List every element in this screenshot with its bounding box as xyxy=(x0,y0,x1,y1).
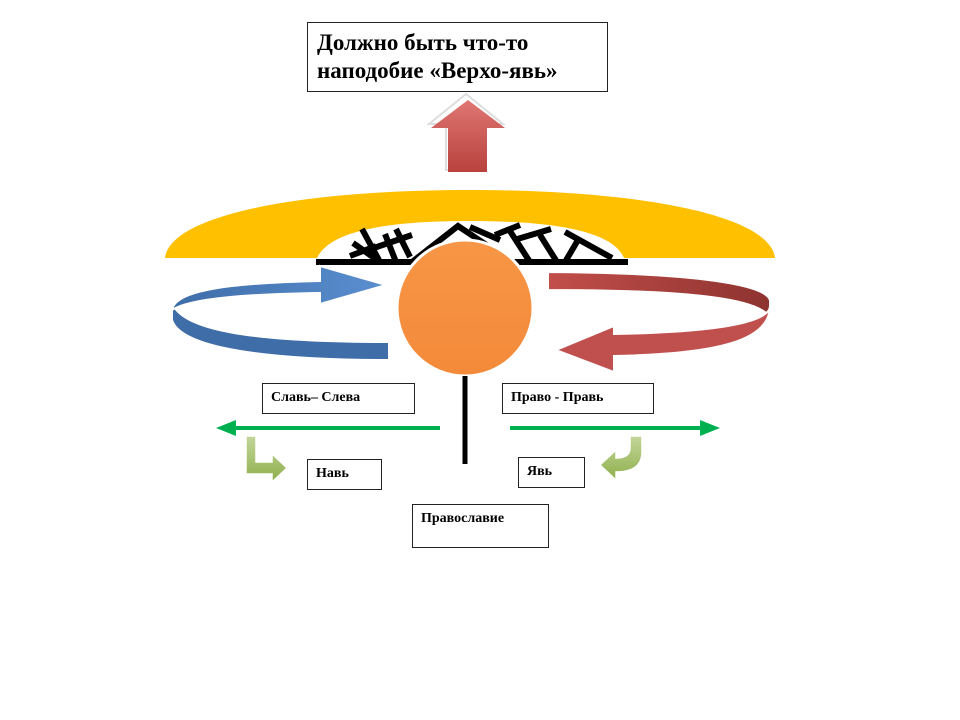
title-line-2: наподобие «Верхо-явь» xyxy=(317,58,558,83)
nav-bent-arrow-icon xyxy=(245,435,289,484)
title-line-1: Должно быть что-то xyxy=(317,30,529,55)
label-prav: Право - Правь xyxy=(502,383,654,414)
sun-circle xyxy=(395,238,535,378)
up-arrow xyxy=(426,92,506,172)
label-slav: Славь– Слева xyxy=(262,383,415,414)
label-nav: Навь xyxy=(307,459,382,490)
left-green-arrow xyxy=(216,420,440,436)
right-green-arrow xyxy=(510,420,720,436)
label-yav: Явь xyxy=(518,457,585,488)
yav-curved-arrow-icon xyxy=(598,435,643,482)
right-swirl-arrow xyxy=(547,270,771,374)
label-orthodoxy: Православие xyxy=(412,504,549,548)
left-swirl-arrow xyxy=(170,264,390,362)
title-box: Должно быть что-то наподобие «Верхо-явь» xyxy=(307,22,608,92)
